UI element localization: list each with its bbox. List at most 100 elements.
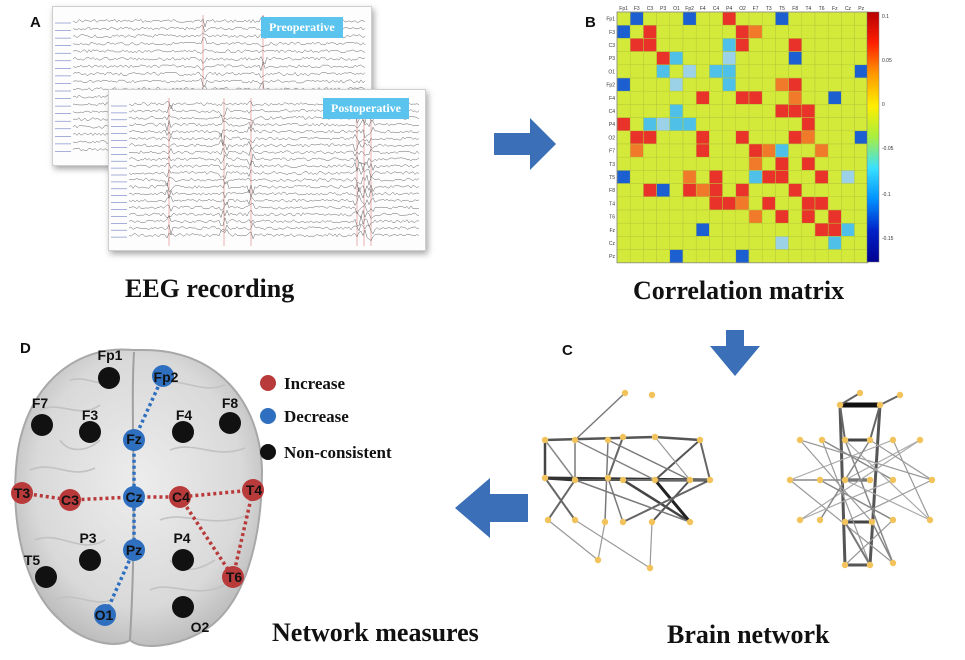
matrix-cell [682, 249, 697, 264]
legend-nonconsistent-label: Non-consistent [284, 443, 392, 462]
arrow-right-icon [494, 118, 556, 170]
matrix-cell [735, 156, 750, 171]
matrix-row-label: Fp1 [606, 17, 615, 23]
matrix-cell [669, 130, 684, 145]
network-node [841, 518, 849, 526]
network-edge [607, 439, 691, 481]
electrode-c4 [169, 486, 191, 508]
network-node [541, 436, 549, 444]
connection-line [21, 488, 254, 502]
matrix-col-label: P4 [726, 6, 732, 12]
matrix-cell [801, 104, 816, 118]
matrix-cell [735, 236, 750, 250]
matrix-cell [656, 64, 671, 79]
matrix-cell [709, 11, 723, 26]
matrix-cell [735, 51, 750, 66]
matrix-cell [669, 249, 684, 264]
network-edge [653, 479, 692, 523]
matrix-cell [814, 156, 829, 171]
matrix-cell [854, 77, 869, 92]
matrix-cell [841, 170, 855, 184]
electrode-c3 [59, 489, 81, 511]
network-edge [544, 477, 576, 521]
matrix-cell [695, 38, 710, 52]
matrix-cell [841, 64, 855, 79]
matrix-cell [788, 249, 803, 264]
electrode-label-fp1: Fp1 [98, 347, 123, 363]
network-node [619, 518, 627, 526]
network-edge [544, 476, 576, 482]
matrix-row-label: T4 [609, 201, 615, 207]
network-node [544, 516, 552, 524]
matrix-cell [709, 170, 723, 184]
matrix-cell [656, 11, 671, 26]
network-edge [879, 394, 901, 406]
matrix-cell [669, 196, 684, 211]
matrix-cell [775, 38, 789, 52]
arrow-left-icon [455, 478, 528, 538]
matrix-cell [814, 130, 829, 145]
matrix-cell [695, 209, 710, 224]
electrode-label-fp2: Fp2 [154, 369, 179, 385]
matrix-cell [669, 38, 684, 52]
network-node [818, 436, 826, 444]
colorbar-tick: -0.15 [882, 236, 894, 242]
matrix-cell [827, 11, 842, 26]
matrix-cell [669, 77, 684, 92]
matrix-cell [735, 209, 750, 224]
matrix-cell [682, 183, 697, 198]
matrix-cell [695, 51, 710, 66]
matrix-cell [854, 38, 869, 52]
matrix-cell [709, 24, 723, 39]
electrode-f4 [172, 421, 194, 443]
matrix-cell [629, 209, 644, 224]
matrix-cell [643, 143, 657, 158]
matrix-cell [616, 196, 631, 211]
matrix-cell [775, 183, 789, 198]
electrode-label-fz: Fz [126, 431, 142, 447]
eeg-trace [72, 60, 366, 72]
electrode-p3 [79, 549, 101, 571]
matrix-cell [814, 249, 829, 264]
matrix-cell [761, 24, 776, 39]
network-node [648, 391, 656, 399]
matrix-cell [629, 156, 644, 171]
network-edge [844, 439, 931, 521]
matrix-cell [854, 51, 869, 66]
matrix-cell [748, 143, 763, 158]
matrix-cell [682, 104, 697, 118]
matrix-cell [616, 170, 631, 184]
network-edge [868, 404, 882, 566]
network-edge [544, 435, 656, 442]
matrix-cell [801, 222, 816, 237]
matrix-cell [827, 90, 842, 105]
matrix-cell [695, 222, 710, 237]
matrix-cell [643, 196, 657, 211]
network-edge [844, 439, 894, 564]
matrix-cell [801, 38, 816, 52]
matrix-cell [854, 104, 869, 118]
matrix-cell [775, 209, 789, 224]
matrix-cell [788, 90, 803, 105]
matrix-cell [854, 222, 869, 237]
matrix-cell [761, 64, 776, 79]
matrix-cell [827, 209, 842, 224]
matrix-cell [775, 249, 789, 264]
matrix-cell [629, 143, 644, 158]
matrix-cell [735, 24, 750, 39]
matrix-cell [748, 51, 763, 66]
electrode-label-f7: F7 [32, 395, 49, 411]
matrix-cell [629, 51, 644, 66]
matrix-cell [616, 38, 631, 52]
matrix-cell [801, 24, 816, 39]
matrix-cell [735, 222, 750, 237]
network-edge [547, 479, 576, 521]
network-edge [799, 439, 933, 481]
eeg-trace [128, 119, 419, 131]
matrix-cell [801, 117, 816, 132]
network-node [866, 436, 874, 444]
matrix-row-label: C3 [609, 43, 616, 49]
matrix-row-label: P4 [609, 122, 615, 128]
eeg-trace [128, 209, 420, 219]
matrix-cell [643, 209, 657, 224]
